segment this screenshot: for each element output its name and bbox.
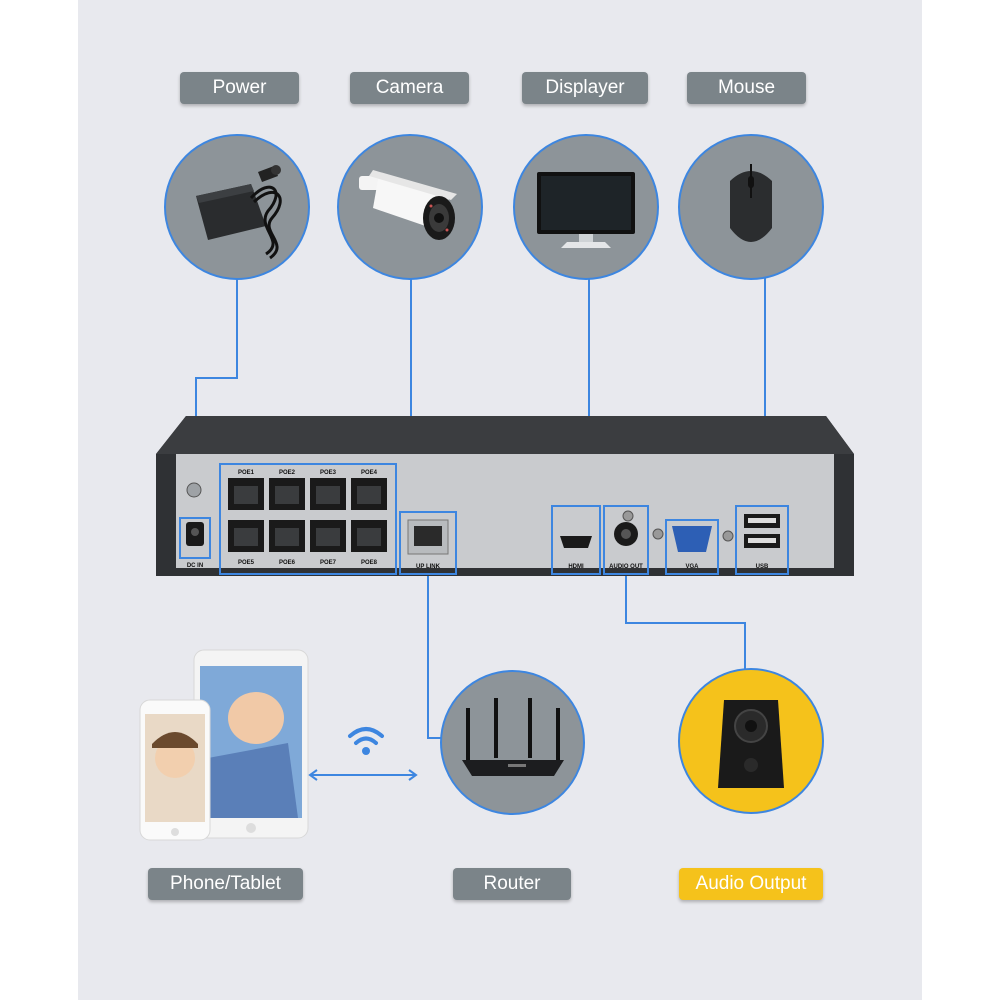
hdmi-label: HDMI <box>568 564 584 570</box>
wire-audio-vertical-1 <box>625 572 627 624</box>
poe6-label: POE6 <box>279 560 296 566</box>
speaker-circle <box>678 668 824 814</box>
wire-power-horizontal <box>195 377 238 379</box>
power-adapter-circle <box>164 134 310 280</box>
poe3-label: POE3 <box>320 470 337 476</box>
poe1-label: POE1 <box>238 470 255 476</box>
phone-tablet-label: Phone/Tablet <box>148 868 303 900</box>
poe4-label: POE4 <box>361 470 378 476</box>
wire-audio-vertical-2 <box>744 622 746 670</box>
router-circle <box>440 670 585 815</box>
camera-label: Camera <box>350 72 469 104</box>
poe2-label: POE2 <box>279 470 296 476</box>
audio-output-label: Audio Output <box>679 868 823 900</box>
speaker-icon <box>718 700 784 788</box>
phone-tablet-icon <box>139 649 309 841</box>
router-icon <box>462 698 564 776</box>
mouse-icon <box>730 164 772 242</box>
displayer-circle <box>513 134 659 280</box>
wire-uplink-horizontal <box>427 737 441 739</box>
dc-in-port-label: DC IN <box>187 563 203 569</box>
bullet-camera-icon <box>359 170 457 240</box>
mouse-circle <box>678 134 824 280</box>
monitor-icon <box>537 172 635 248</box>
wire-uplink-vertical <box>427 572 429 738</box>
poe5-label: POE5 <box>238 560 255 566</box>
mouse-label: Mouse <box>687 72 806 104</box>
wifi-icon <box>348 727 384 755</box>
audio-out-label: AUDIO OUT <box>609 564 643 570</box>
vga-label: VGA <box>685 564 699 570</box>
displayer-label: Displayer <box>522 72 648 104</box>
wireless-arrow <box>308 769 418 781</box>
power-adapter-icon <box>196 165 282 260</box>
usb-label: USB <box>756 564 769 570</box>
camera-circle <box>337 134 483 280</box>
up-link-label: UP LINK <box>416 564 441 570</box>
poe7-label: POE7 <box>320 560 337 566</box>
router-label: Router <box>453 868 571 900</box>
wire-power-vertical-1 <box>236 278 238 379</box>
wire-mouse-vertical <box>764 278 766 506</box>
power-label: Power <box>180 72 299 104</box>
wire-audio-horizontal <box>625 622 746 624</box>
poe8-label: POE8 <box>361 560 378 566</box>
nvr-device: DC IN POE1 POE2 POE3 POE4 POE5 POE6 POE7… <box>156 416 854 576</box>
wire-camera-vertical <box>410 278 412 490</box>
wire-displayer-vertical <box>588 278 590 490</box>
